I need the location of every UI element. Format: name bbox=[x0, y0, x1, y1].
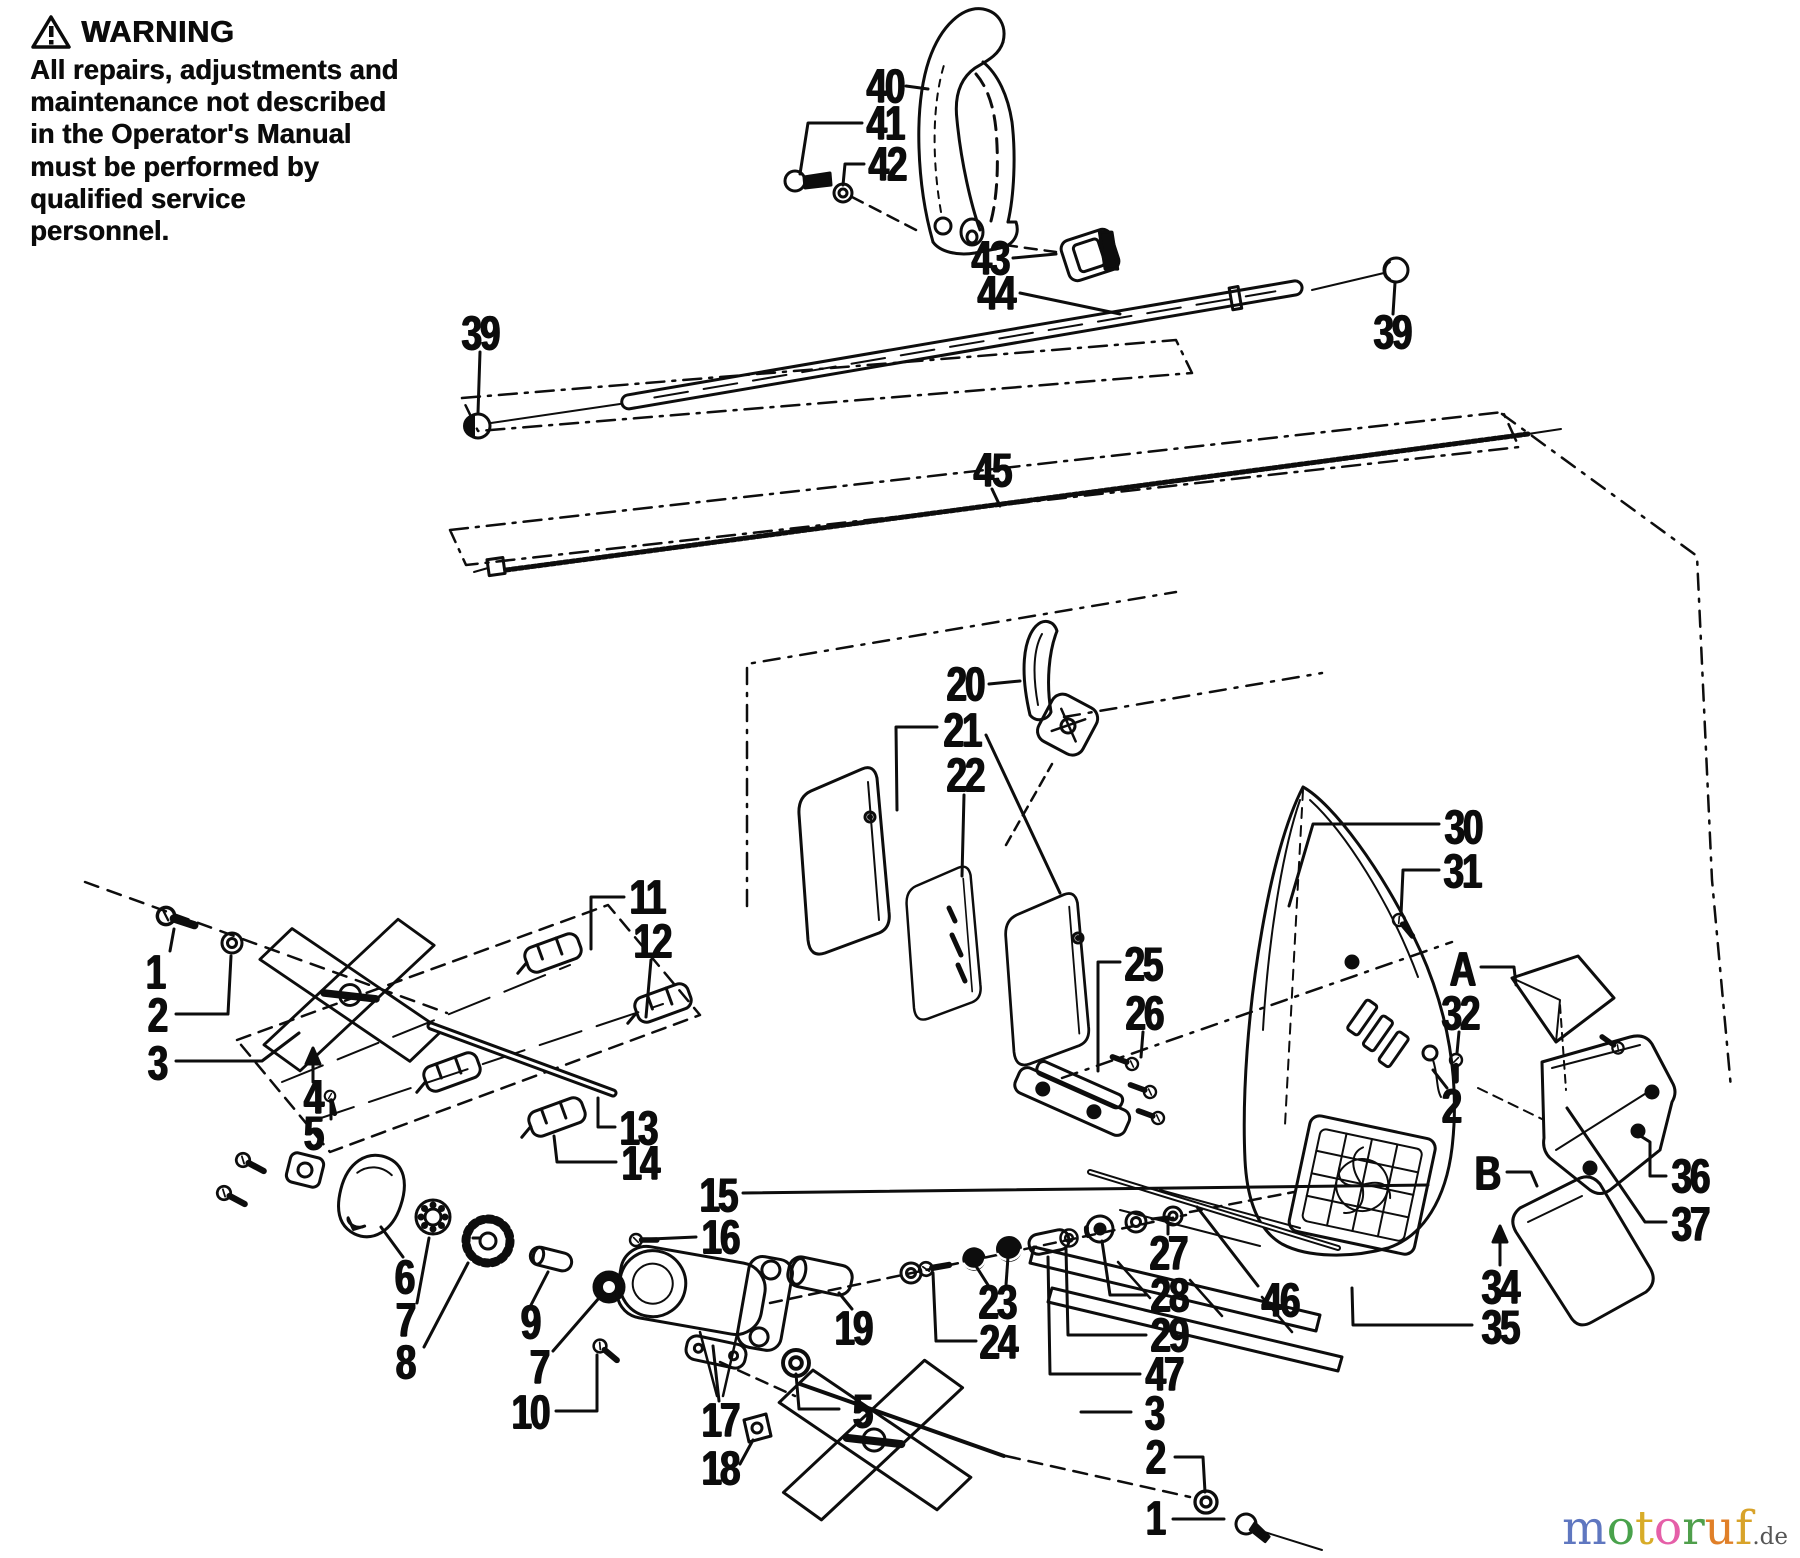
callout-14: 14 bbox=[621, 1135, 661, 1191]
callout-9: 9 bbox=[520, 1294, 541, 1350]
watermark-suffix: .de bbox=[1752, 1524, 1788, 1550]
callout-19: 19 bbox=[834, 1300, 874, 1356]
callout-13: 13 bbox=[619, 1100, 659, 1156]
warning-title: WARNING bbox=[81, 14, 235, 49]
callout-16: 16 bbox=[701, 1209, 741, 1265]
callout-3: 3 bbox=[147, 1035, 168, 1091]
dashed-envelopes bbox=[448, 338, 1733, 1090]
callout-A: A bbox=[1449, 941, 1477, 997]
fan-grille bbox=[1287, 1114, 1437, 1256]
callout-11: 11 bbox=[629, 869, 667, 925]
trellis-11-14 bbox=[235, 903, 702, 1154]
debris-shield bbox=[1242, 785, 1456, 1257]
callout-25: 25 bbox=[1124, 936, 1164, 992]
watermark-letter: m bbox=[1562, 1501, 1607, 1556]
watermark-letter: f bbox=[1734, 1501, 1753, 1556]
callout-36: 36 bbox=[1671, 1148, 1711, 1204]
output-shaft-parts bbox=[768, 1190, 1296, 1378]
callout-43: 43 bbox=[971, 230, 1011, 286]
handle-assembly bbox=[783, 7, 1121, 283]
callout-3: 3 bbox=[1144, 1385, 1165, 1441]
callout-41: 41 bbox=[866, 95, 906, 151]
callout-39: 39 bbox=[1373, 304, 1413, 360]
callout-10: 10 bbox=[511, 1384, 551, 1440]
callout-45: 45 bbox=[973, 442, 1013, 498]
callout-12: 12 bbox=[633, 913, 673, 969]
callout-8: 8 bbox=[395, 1334, 416, 1390]
callout-7: 7 bbox=[529, 1339, 550, 1395]
watermark-letter: o bbox=[1606, 1501, 1635, 1556]
right-side-parts bbox=[1421, 954, 1677, 1327]
left-fastener-cluster bbox=[83, 880, 449, 1073]
callout-15: 15 bbox=[699, 1167, 739, 1223]
callout-1: 1 bbox=[145, 944, 166, 1000]
callout-46: 46 bbox=[1261, 1272, 1301, 1328]
callout-39: 39 bbox=[461, 305, 501, 361]
callout-26: 26 bbox=[1125, 985, 1165, 1041]
callout-17: 17 bbox=[701, 1392, 741, 1448]
mount-bracket bbox=[1013, 940, 1454, 1137]
callout-20: 20 bbox=[946, 656, 986, 712]
callout-7: 7 bbox=[395, 1292, 416, 1348]
callout-22: 22 bbox=[946, 747, 986, 803]
watermark-letter: u bbox=[1704, 1501, 1735, 1556]
callout-44: 44 bbox=[977, 265, 1017, 321]
warning-body: All repairs, adjustments and maintenance… bbox=[30, 54, 399, 246]
watermark-logo: motoruf.de bbox=[1562, 1505, 1788, 1552]
callout-B: B bbox=[1474, 1145, 1502, 1201]
callout-31: 31 bbox=[1443, 843, 1483, 899]
callout-6: 6 bbox=[394, 1249, 415, 1305]
callout-34: 34 bbox=[1481, 1259, 1521, 1315]
callout-27: 27 bbox=[1149, 1225, 1189, 1281]
watermark-letters: motoruf bbox=[1562, 1501, 1752, 1556]
callout-4: 4 bbox=[303, 1069, 324, 1125]
callout-2: 2 bbox=[1145, 1429, 1166, 1485]
bottom-cluster bbox=[718, 1358, 1323, 1551]
callout-5: 5 bbox=[852, 1383, 873, 1439]
callout-37: 37 bbox=[1671, 1196, 1711, 1252]
callout-2: 2 bbox=[147, 987, 168, 1043]
callout-2: 2 bbox=[1441, 1078, 1462, 1134]
warning-block: WARNING All repairs, adjustments and mai… bbox=[30, 14, 420, 247]
blade-plates bbox=[745, 590, 1324, 1067]
callout-42: 42 bbox=[868, 136, 908, 192]
hanger-and-knob bbox=[1004, 619, 1100, 847]
callout-35: 35 bbox=[1481, 1299, 1521, 1355]
callout-30: 30 bbox=[1444, 799, 1484, 855]
watermark-letter: t bbox=[1635, 1501, 1654, 1556]
callout-1: 1 bbox=[1145, 1490, 1166, 1546]
callout-28: 28 bbox=[1150, 1267, 1190, 1323]
upper-shaft-44 bbox=[463, 256, 1410, 440]
callout-23: 23 bbox=[978, 1274, 1018, 1330]
flex-shaft-45 bbox=[473, 428, 1562, 578]
leader-lines bbox=[168, 84, 1668, 1521]
callout-5: 5 bbox=[303, 1105, 324, 1161]
warning-triangle-icon bbox=[31, 15, 71, 49]
watermark-letter: o bbox=[1653, 1501, 1683, 1556]
callout-47: 47 bbox=[1145, 1346, 1185, 1402]
callout-29: 29 bbox=[1150, 1307, 1190, 1363]
watermark-letter: r bbox=[1682, 1501, 1705, 1556]
callout-32: 32 bbox=[1441, 985, 1481, 1041]
callout-18: 18 bbox=[701, 1440, 741, 1496]
callout-24: 24 bbox=[979, 1314, 1019, 1370]
callout-40: 40 bbox=[866, 58, 906, 114]
callout-21: 21 bbox=[943, 702, 983, 758]
